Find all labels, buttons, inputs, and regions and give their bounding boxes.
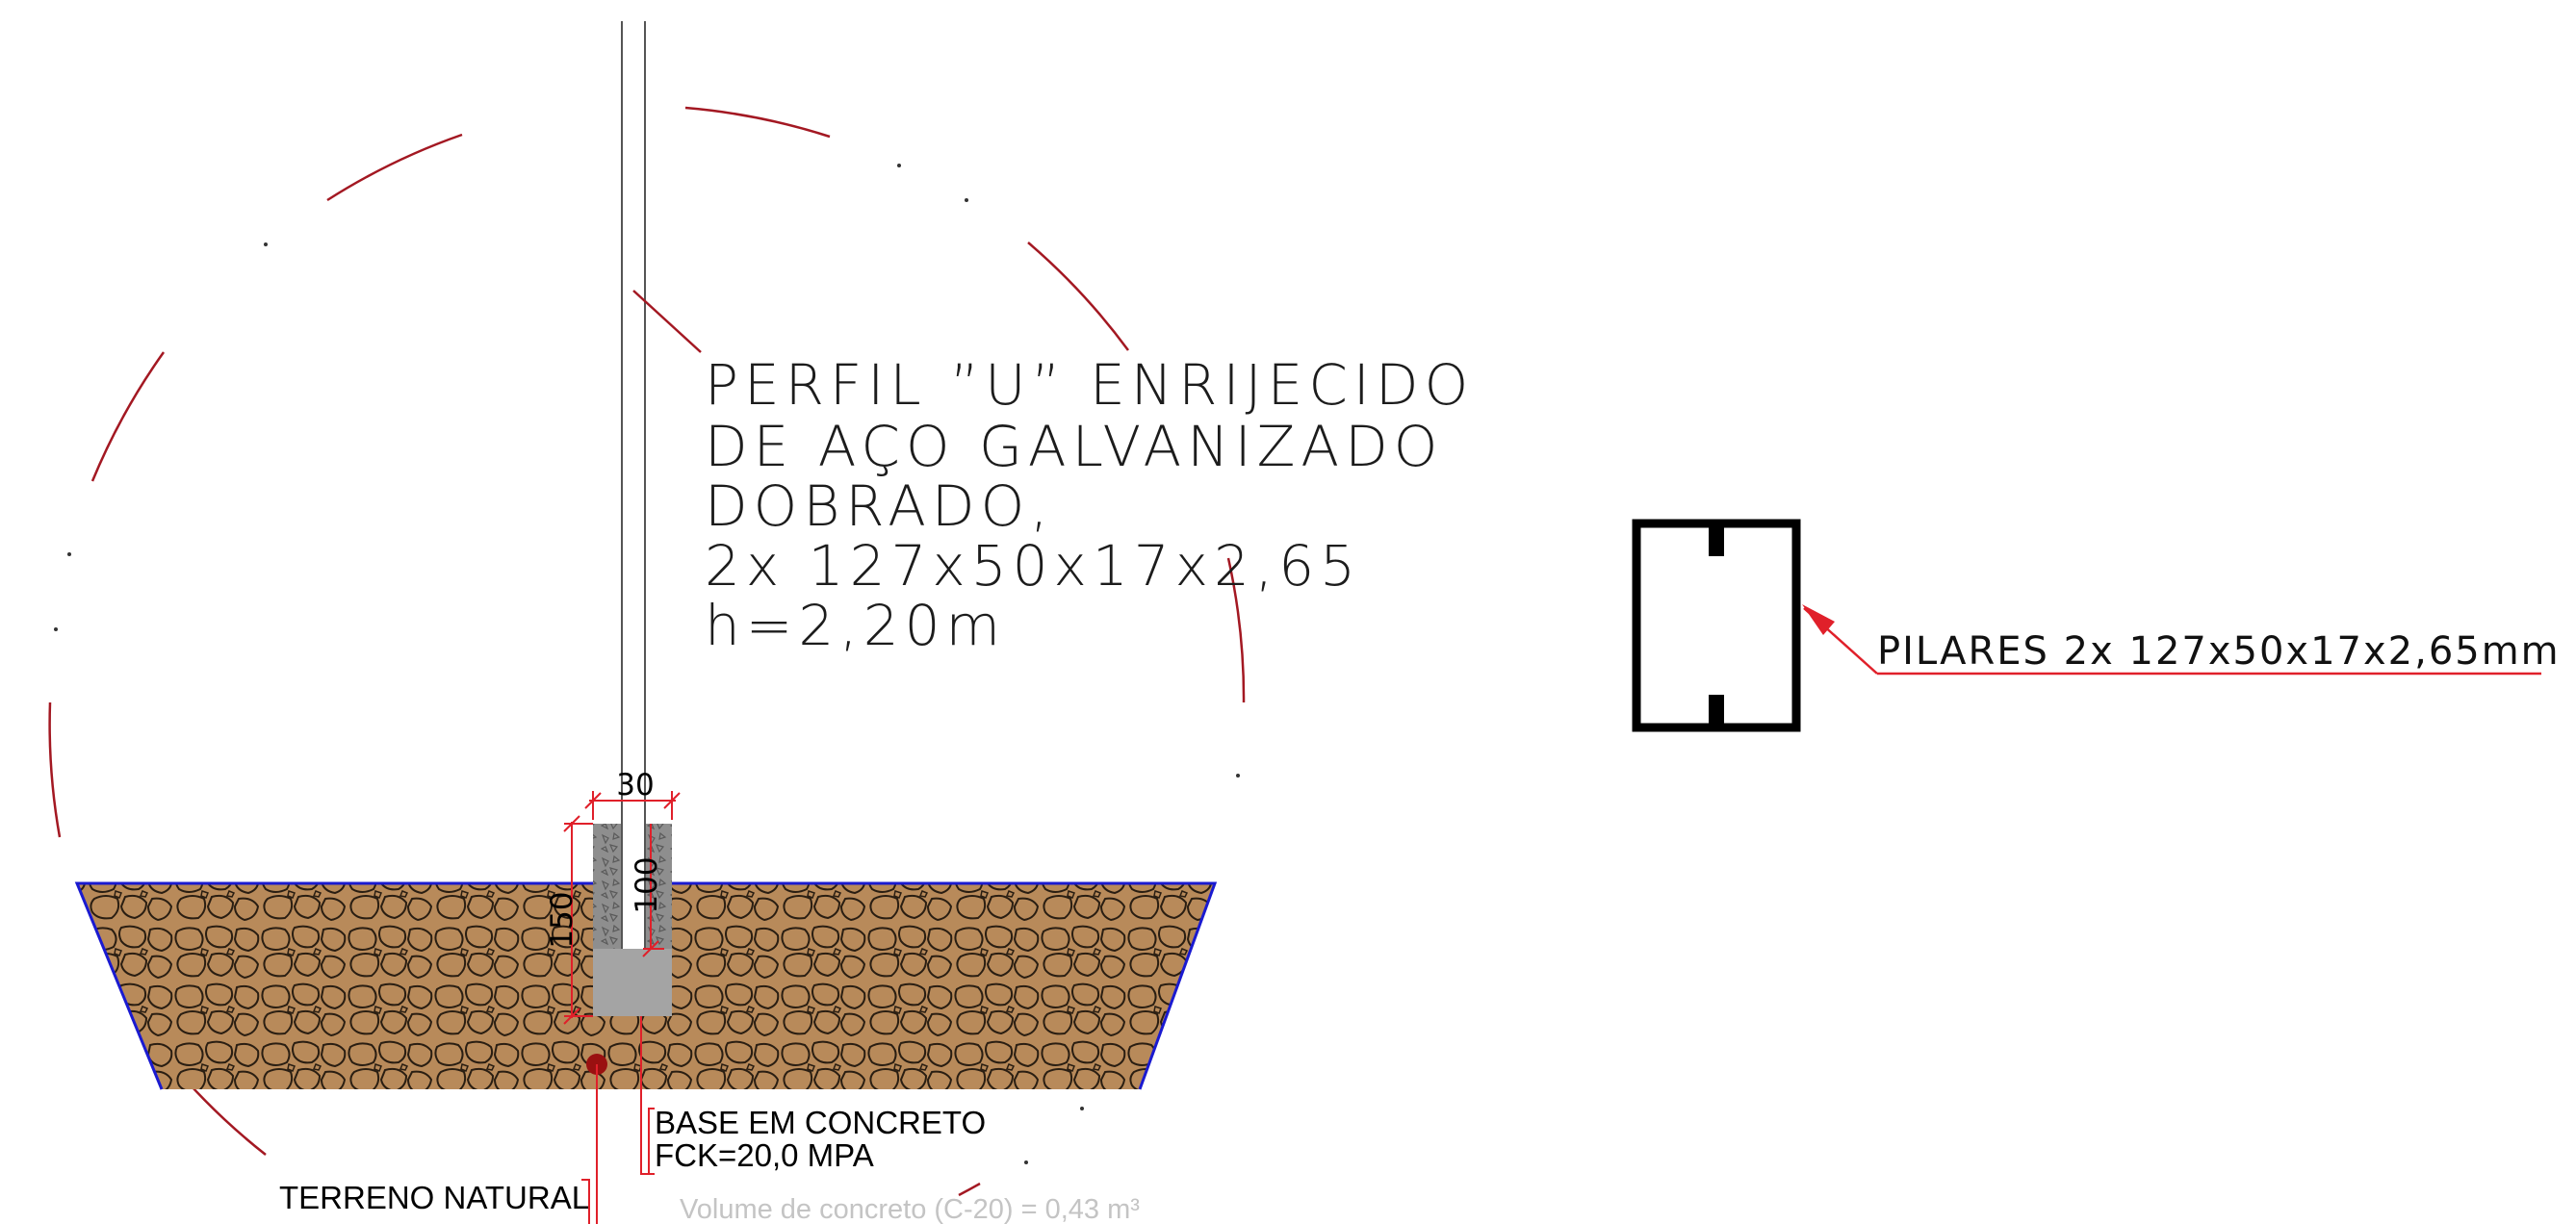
dimension-lines [563,791,681,1224]
pilar-arrowhead [1802,604,1835,635]
callout-line-3: DOBRADO, [705,473,1054,539]
dim-total-150: 150 [545,891,580,948]
concrete-volume-note: Volume de concreto (C-20) = 0,43 m³ [680,1194,1140,1224]
steel-post [621,21,646,949]
callout-leader [632,290,702,353]
base-label-line1: BASE EM CONCRETO [655,1105,986,1140]
pilar-label: PILARES 2x 127x50x17x2,65mm [1877,629,2561,674]
terreno-label: TERRENO NATURAL [279,1180,589,1215]
callout-line-2: DE AÇO GALVANIZADO [705,414,1443,479]
callout-line-5: h=2,20m [705,593,1006,658]
post-embed-slot [622,824,645,949]
base-label-line2: FCK=20,0 MPA [655,1137,874,1173]
dim-embed-100: 100 [630,856,664,913]
dim-width-30: 30 [616,768,654,803]
callout-line-1: PERFIL ”U” ENRIJECIDO [705,352,1474,418]
callout-line-4: 2x 127x50x17x2,65 [705,533,1361,599]
pilar-section [1632,519,1801,732]
